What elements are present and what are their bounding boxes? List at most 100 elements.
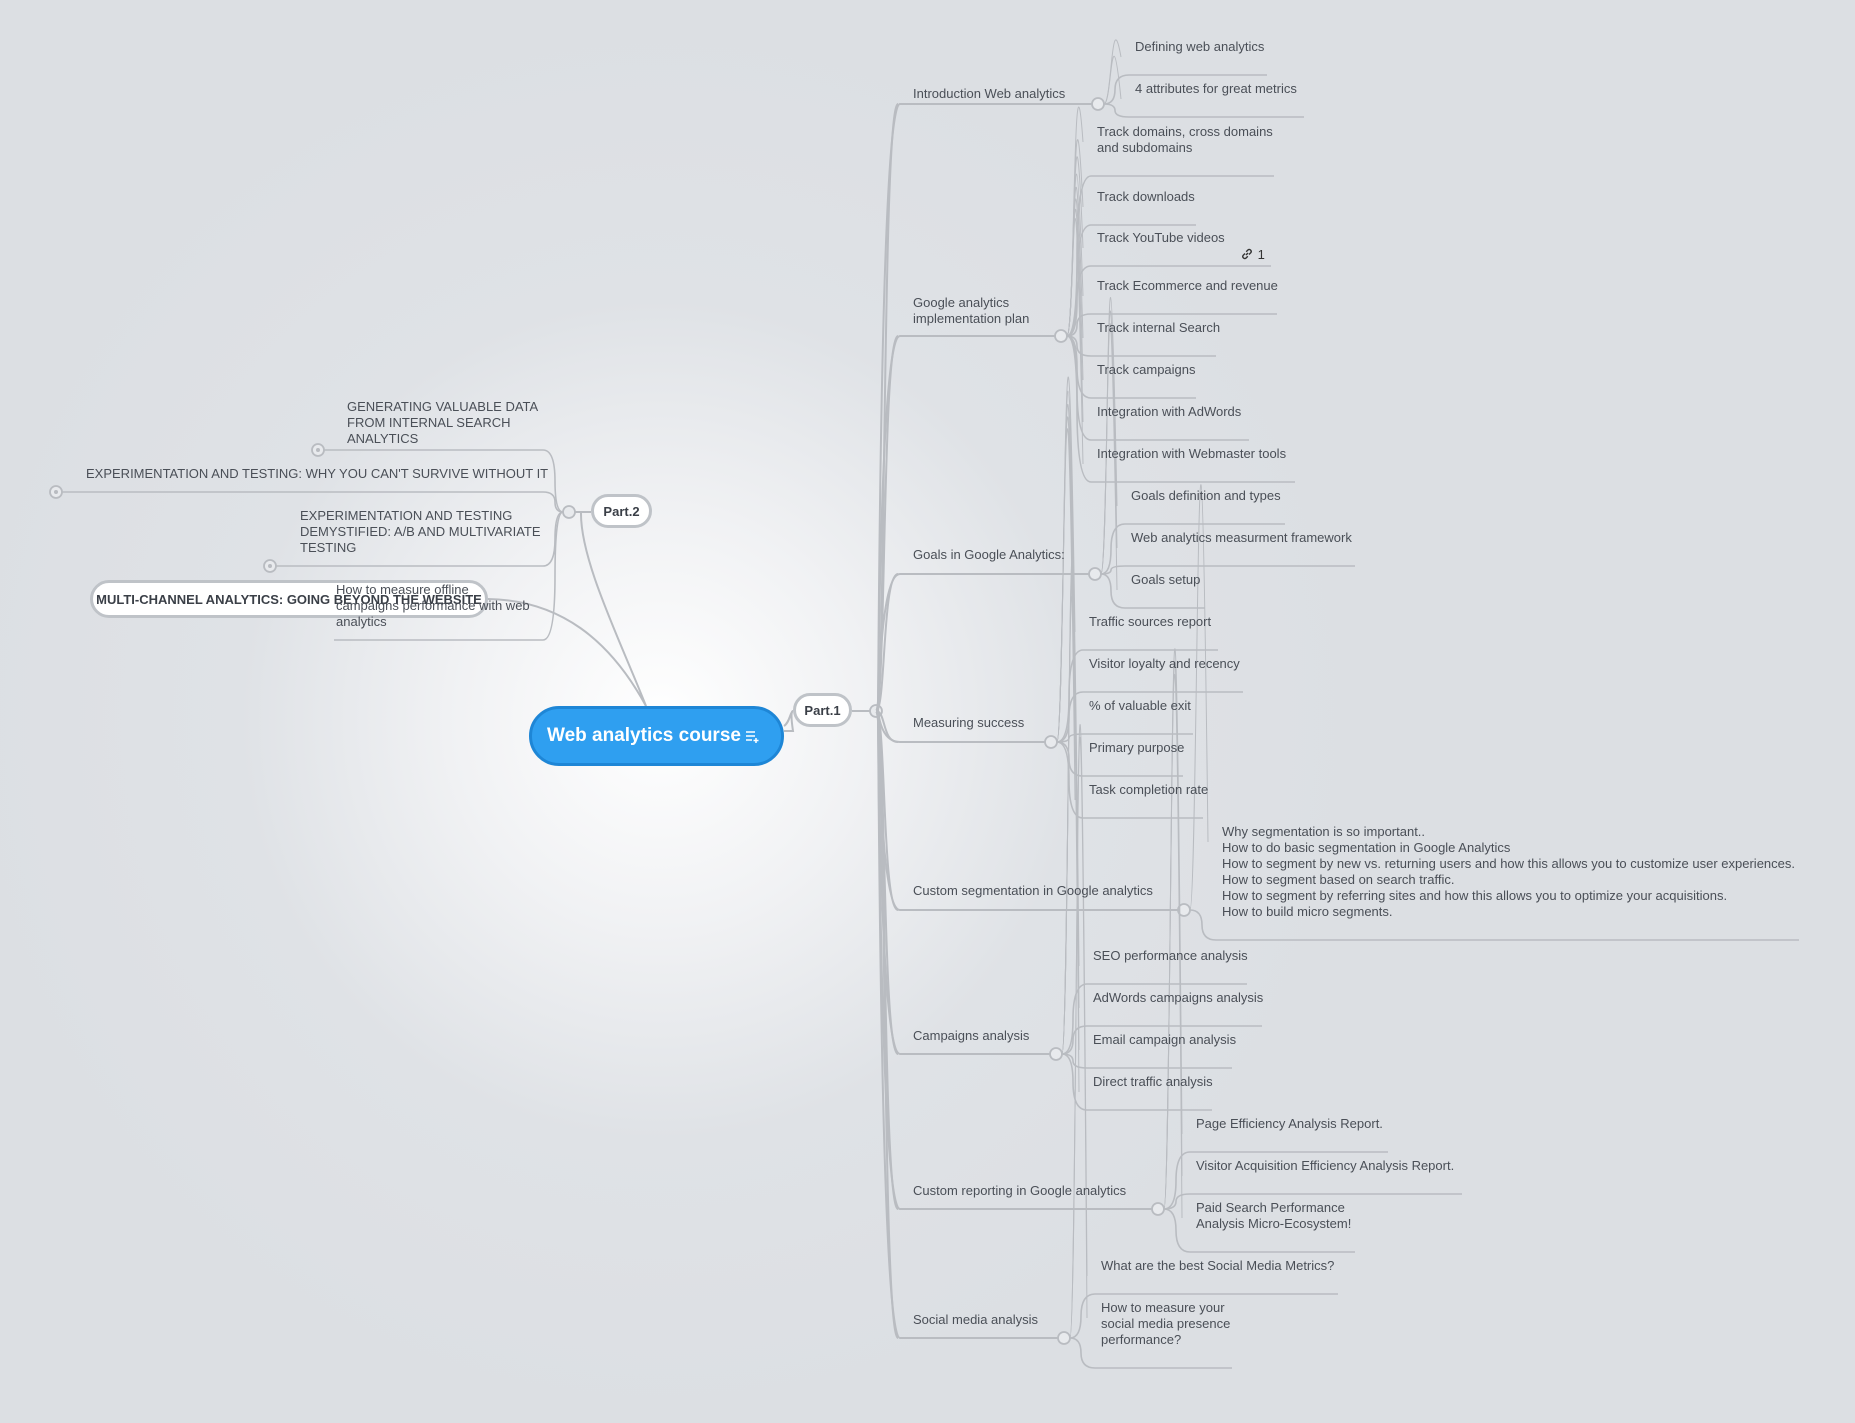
connector <box>877 103 1092 712</box>
connector <box>1066 217 1084 465</box>
connector <box>579 511 647 707</box>
part2-topic-2[interactable]: EXPERIMENTATION AND TESTING: WHY YOU CAN… <box>86 466 549 481</box>
subtopic-8-2[interactable]: How to measure your social media presenc… <box>1101 1300 1231 1347</box>
subtopic-2-5[interactable]: Track internal Search <box>1097 320 1221 335</box>
subtopic-6-1[interactable]: SEO performance analysis <box>1093 948 1248 963</box>
collapse-dot-inner <box>54 490 58 494</box>
connector <box>1066 224 1196 337</box>
part2-node[interactable]: Part.2 <box>591 494 652 528</box>
subtopic-1-2[interactable]: 4 attributes for great metrics <box>1135 81 1297 96</box>
connector <box>1100 523 1285 575</box>
connector <box>877 573 1089 712</box>
subtopic-2-2[interactable]: Track downloads <box>1097 189 1195 204</box>
collapse-dot-icon[interactable] <box>1091 97 1105 111</box>
link-attachment[interactable]: 1 <box>1240 247 1265 262</box>
topic-6[interactable]: Campaigns analysis <box>913 1028 1030 1043</box>
connector <box>334 511 564 641</box>
connector <box>487 598 647 707</box>
subtopic-1-1[interactable]: Defining web analytics <box>1135 39 1265 54</box>
connector <box>1066 313 1277 337</box>
subtopic-2-7[interactable]: Integration with AdWords <box>1097 404 1242 419</box>
subtopic-3-2[interactable]: Web analytics measurment framework <box>1131 530 1352 545</box>
part2-topic-1[interactable]: GENERATING VALUABLE DATA FROM INTERNAL S… <box>347 399 539 446</box>
subtopic-2-4[interactable]: Track Ecommerce and revenue <box>1097 278 1278 293</box>
notes-icon[interactable] <box>745 729 759 743</box>
connector <box>1061 1025 1262 1055</box>
link-icon <box>1242 248 1252 260</box>
subtopic-4-1[interactable]: Traffic sources report <box>1089 614 1212 629</box>
connector <box>877 710 1058 1339</box>
collapse-dot-icon[interactable] <box>562 505 576 519</box>
root-topic[interactable]: Web analytics course <box>529 706 784 766</box>
connector <box>1163 1193 1462 1210</box>
subtopic-2-6[interactable]: Track campaigns <box>1097 362 1196 377</box>
connector <box>1103 74 1267 105</box>
subtopic-4-2[interactable]: Visitor loyalty and recency <box>1089 656 1240 671</box>
subtopic-6-4[interactable]: Direct traffic analysis <box>1093 1074 1213 1089</box>
connector <box>1103 55 1122 105</box>
subtopic-3-1[interactable]: Goals definition and types <box>1131 488 1281 503</box>
collapse-dot-icon[interactable] <box>1057 1331 1071 1345</box>
topic-1[interactable]: Introduction Web analytics <box>913 86 1066 101</box>
subtopic-2-3[interactable]: Track YouTube videos <box>1097 230 1225 245</box>
connector <box>1066 335 1249 441</box>
subtopic-4-5[interactable]: Task completion rate <box>1089 782 1209 797</box>
subtopic-7-3[interactable]: Paid Search Performance Analysis Micro-E… <box>1196 1200 1352 1231</box>
connector <box>1163 1151 1388 1210</box>
connector <box>1069 1337 1232 1369</box>
subtopic-5-1[interactable]: Why segmentation is so important.. How t… <box>1222 824 1795 919</box>
collapse-dot-icon[interactable] <box>1049 1047 1063 1061</box>
part2-topic-3[interactable]: EXPERIMENTATION AND TESTING DEMYSTIFIED:… <box>300 508 541 555</box>
connector <box>1163 1208 1355 1253</box>
subtopic-8-1[interactable]: What are the best Social Media Metrics? <box>1101 1258 1335 1273</box>
connector <box>1056 428 1076 801</box>
connector <box>1066 175 1274 337</box>
topic-3[interactable]: Goals in Google Analytics: <box>913 547 1065 562</box>
connector <box>1100 573 1205 609</box>
connector <box>62 491 564 513</box>
collapse-dot-icon[interactable] <box>1151 1202 1165 1216</box>
floating-topic[interactable]: MULTI-CHANNEL ANALYTICS: GOING BEYOND TH… <box>90 580 488 618</box>
connector <box>1163 673 1183 1219</box>
subtopic-6-3[interactable]: Email campaign analysis <box>1093 1032 1237 1047</box>
collapse-dot-icon[interactable] <box>1054 329 1068 343</box>
connector <box>1069 736 1088 1339</box>
collapse-dot-icon[interactable] <box>1044 735 1058 749</box>
connector <box>1103 39 1122 105</box>
part1-node[interactable]: Part.1 <box>793 693 852 727</box>
subtopic-2-1[interactable]: Track domains, cross domains and subdoma… <box>1097 124 1273 155</box>
collapse-dot-inner <box>268 564 272 568</box>
subtopic-4-3[interactable]: % of valuable exit <box>1089 698 1191 713</box>
topic-4[interactable]: Measuring success <box>913 715 1025 730</box>
subtopic-7-1[interactable]: Page Efficiency Analysis Report. <box>1196 1116 1383 1131</box>
topic-2[interactable]: Google analytics implementation plan <box>913 295 1030 326</box>
connector <box>1066 335 1295 483</box>
connector <box>1100 323 1118 591</box>
collapse-dot-inner <box>316 448 320 452</box>
connector <box>1066 265 1271 337</box>
subtopic-6-2[interactable]: AdWords campaigns analysis <box>1093 990 1264 1005</box>
topic-7[interactable]: Custom reporting in Google analytics <box>913 1183 1127 1198</box>
topic-8[interactable]: Social media analysis <box>913 1312 1039 1327</box>
connector <box>1061 1053 1212 1111</box>
connector <box>1189 909 1799 941</box>
root-label: Web analytics course <box>547 725 741 746</box>
connector <box>783 710 794 727</box>
part2-topic-4[interactable]: How to measure offline campaigns perform… <box>336 582 530 629</box>
connector <box>276 511 564 567</box>
connector <box>1066 335 1216 357</box>
connector <box>1061 983 1247 1055</box>
connector <box>324 449 564 513</box>
link-count: 1 <box>1257 247 1265 262</box>
topic-5[interactable]: Custom segmentation in Google analytics <box>913 883 1153 898</box>
subtopic-3-3[interactable]: Goals setup <box>1131 572 1201 587</box>
connector <box>1069 1293 1338 1339</box>
subtopic-7-2[interactable]: Visitor Acquisition Efficiency Analysis … <box>1196 1158 1455 1173</box>
collapse-dot-icon[interactable] <box>1088 567 1102 581</box>
subtopic-4-4[interactable]: Primary purpose <box>1089 740 1185 755</box>
subtopic-2-8[interactable]: Integration with Webmaster tools <box>1097 446 1287 461</box>
connector <box>1061 596 1080 1093</box>
connector <box>1100 565 1355 575</box>
